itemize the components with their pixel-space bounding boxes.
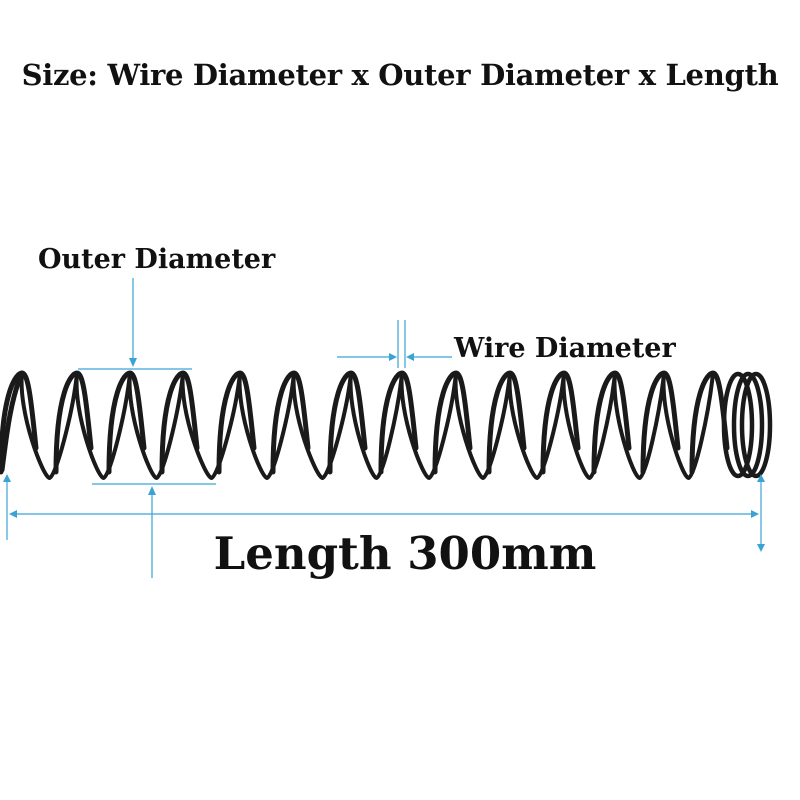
coil-back-strand [399, 371, 458, 481]
coil-back-strand [127, 371, 185, 481]
wd-arrow-right [406, 353, 414, 361]
coil-front-strand [106, 370, 147, 475]
coil-back-strand [661, 371, 715, 481]
wd-arrow-left [389, 353, 397, 361]
length-ext-arrow-right-top [757, 474, 765, 482]
dimension-lines [3, 278, 765, 578]
coil-back-strand [291, 371, 353, 481]
diagram-title: Size: Wire Diameter x Outer Diameter x L… [21, 58, 779, 92]
coil-back-strand [19, 371, 79, 481]
coil-front-strand [540, 370, 581, 475]
spring-coil [0, 370, 773, 481]
length-ext-arrow-left [3, 474, 11, 482]
coil-front-strand [378, 370, 419, 475]
od-arrow-bottom [148, 486, 156, 495]
length-arrow-right [751, 510, 759, 518]
coil-back-strand [180, 371, 242, 481]
coil-back-strand [612, 371, 666, 481]
coil-front-strand [327, 370, 368, 475]
coil-front-strand [591, 370, 632, 475]
coil-back-strand [348, 371, 404, 481]
closed-end-coil [739, 371, 773, 479]
coil-front-strand [53, 370, 94, 475]
length-ext-arrow-right-bottom [757, 544, 765, 552]
wire-diameter-label: Wire Diameter [454, 333, 676, 364]
outer-diameter-label: Outer Diameter [38, 244, 276, 275]
closed-end-coil [721, 371, 755, 479]
coil-front-strand [486, 370, 527, 475]
coil-back-strand [453, 371, 512, 481]
coil-front-strand [159, 370, 200, 475]
length-arrow-left [9, 510, 17, 518]
od-arrow-top [129, 358, 137, 367]
coil-back-strand [237, 371, 296, 481]
coil-back-strand [507, 371, 566, 481]
coil-front-strand [270, 370, 311, 475]
length-label: Length 300mm [213, 527, 597, 580]
coil-left-end [0, 370, 25, 473]
coil-front-strand [640, 370, 681, 475]
coil-front-strand [432, 370, 473, 475]
coil-back-strand [74, 371, 132, 481]
coil-back-strand [561, 371, 617, 481]
closed-end-coil [731, 371, 765, 479]
coil-front-strand [216, 370, 257, 475]
